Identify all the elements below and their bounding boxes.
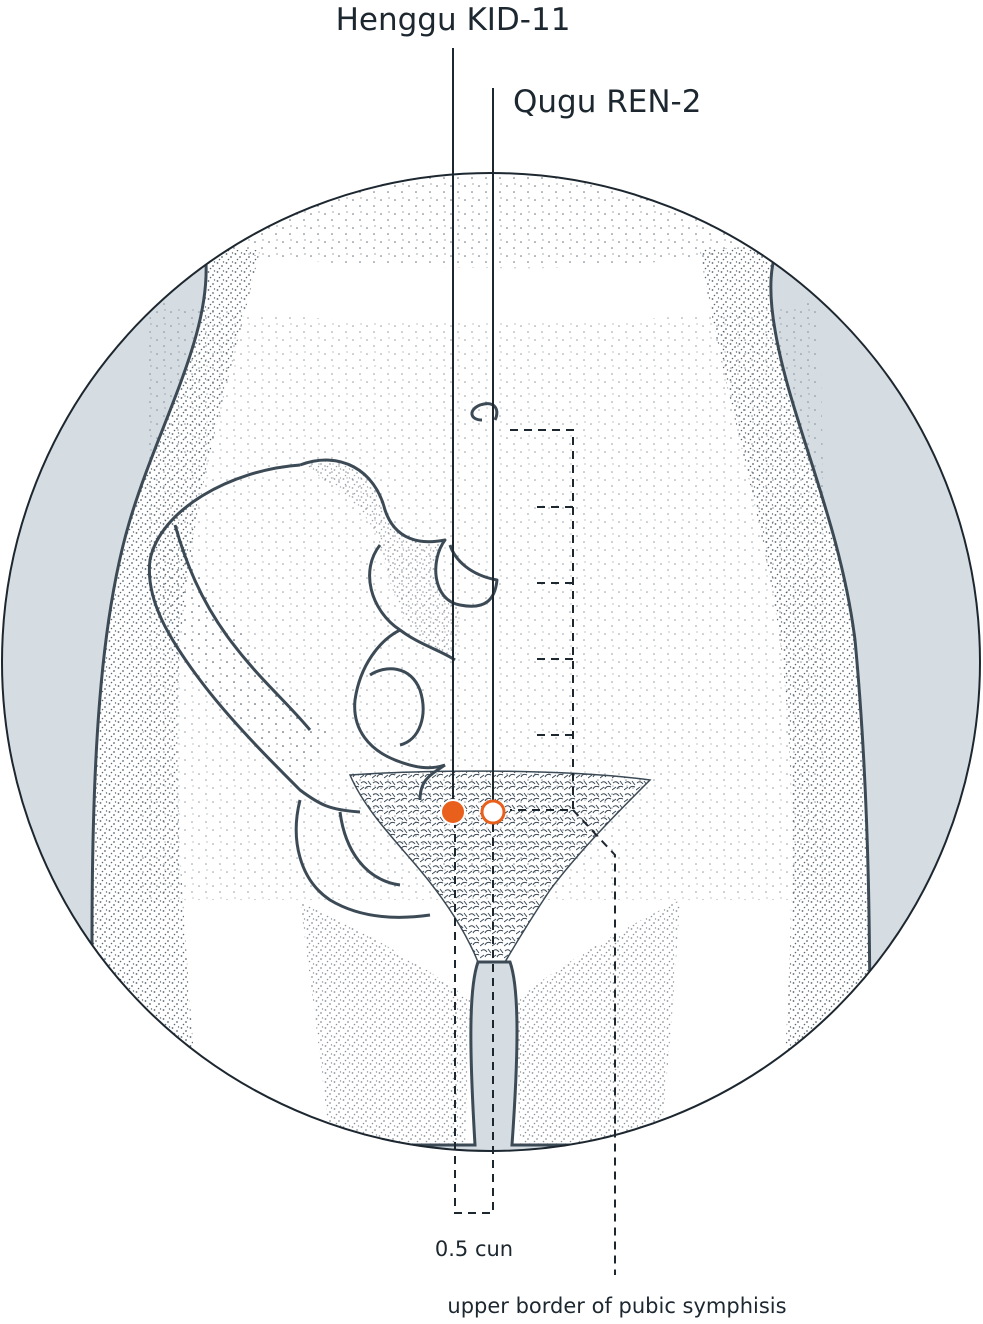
magnifier-circle (1, 172, 981, 1152)
body-illustration (2, 173, 980, 1151)
landmark-label: upper border of pubic symphisis (447, 1294, 786, 1318)
distance-label: 0.5 cun (435, 1237, 513, 1261)
pubic-region (348, 770, 652, 963)
qugu-point-icon (480, 799, 506, 825)
henggu-point-icon (440, 799, 466, 825)
qugu-label: Qugu REN-2 (513, 84, 701, 120)
cun-ruler (454, 429, 616, 1275)
henggu-label: Henggu KID-11 (336, 2, 571, 38)
